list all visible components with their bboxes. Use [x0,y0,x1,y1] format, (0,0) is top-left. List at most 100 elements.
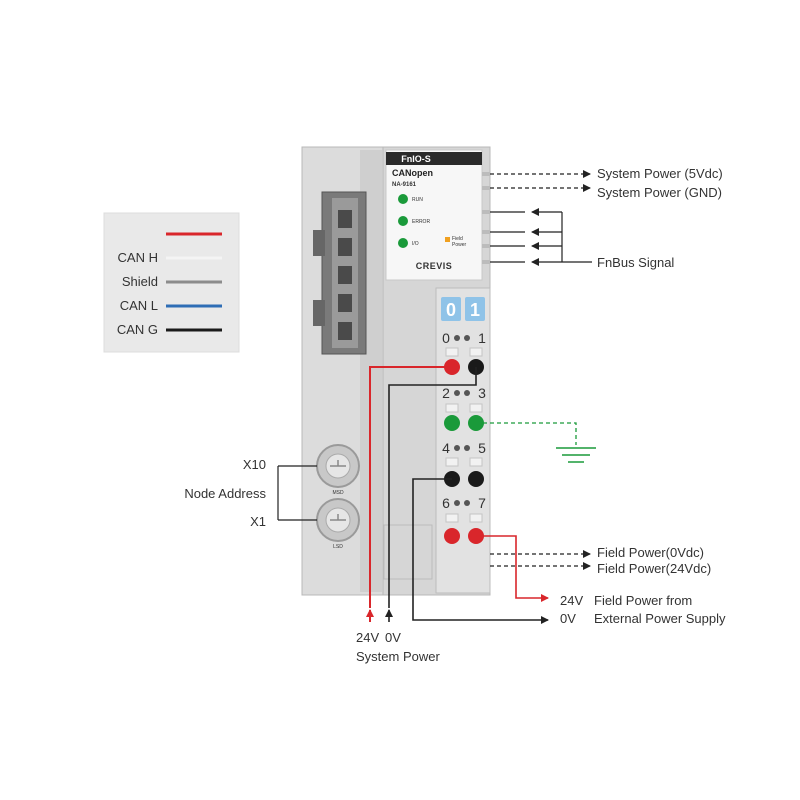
rotary-pointer-icon [330,514,346,521]
terminal-0v-field[interactable] [468,471,484,487]
io-led-icon [398,238,408,248]
address-display-digit [465,297,485,321]
label-system-24v: 24V [356,630,379,645]
label-ext-24v: 24V [560,593,583,608]
address-display-digit [441,297,461,321]
wire-system-24v [369,366,452,608]
legend-label: CAN L [120,298,158,313]
label-system-power-gnd: System Power (GND) [597,185,722,200]
wire-system-0v [388,367,477,608]
connector-pin [338,322,352,340]
terminal-release-tab[interactable] [469,513,483,523]
legend-item: CAN H [118,250,222,265]
label-field-power-from: Field Power from [594,593,692,608]
terminal-release-tab[interactable] [469,457,483,467]
channel-led-icon [464,335,470,341]
terminal-release-tab[interactable] [445,457,459,467]
wiring [277,170,596,624]
field-power-led-icon [445,237,450,242]
rotary-label: LSD [333,544,343,550]
bus-contact [482,210,490,214]
terminal-number: 1 [478,330,486,346]
terminal-number: 7 [478,495,486,511]
bus-contact [482,260,490,264]
terminal-release-tab[interactable] [469,403,483,413]
terminal-24v-field[interactable] [444,528,460,544]
legend-label: CAN G [117,322,158,337]
terminal-number: 3 [478,385,486,401]
bus-contact [482,186,490,190]
terminal-release-tab[interactable] [445,513,459,523]
bus-contact [482,172,490,176]
label-system-power: System Power [356,649,440,664]
fnbus-signal-lines [490,208,592,266]
rotary-switch-x1[interactable]: LSD [316,498,360,550]
terminal-release-tab[interactable] [445,403,459,413]
terminal-number: 2 [442,385,450,401]
terminal-number: 4 [442,440,450,456]
legend-item: Shield [122,274,222,289]
label-node-address: Node Address [184,486,266,501]
channel-led-icon [454,390,460,396]
ground-icon [556,447,596,463]
node-address-bracket [277,465,317,521]
run-led-icon [398,194,408,204]
channel-led-icon [464,445,470,451]
display-digit-text: 0 [446,300,456,320]
connector-pin [338,238,352,256]
field-power-led-label: Field [452,236,463,242]
channel-led-icon [454,335,460,341]
status-panel: FnIO-S CANopen NA-9161 RUN ERROR I/O Fie… [385,149,483,281]
terminal-number: 5 [478,440,486,456]
display-digit-text: 1 [470,300,480,320]
error-led-label: ERROR [412,219,430,225]
panel-header-bar [386,152,482,165]
field-power-led-label: Power [452,242,467,248]
terminal-ground[interactable] [444,415,460,431]
can-connector [313,191,367,355]
module-bottom-panel [383,524,433,580]
terminal-release-tab[interactable] [469,347,483,357]
rotary-pointer-icon [330,460,346,467]
label-x1: X1 [250,514,266,529]
connector-pin [338,294,352,312]
terminal-number: 6 [442,495,450,511]
label-system-power-5v: System Power (5Vdc) [597,166,723,181]
brand-logo: CREVIS [416,261,453,271]
bus-contact [482,244,490,248]
legend-label: Shield [122,274,158,289]
channel-led-icon [464,390,470,396]
legend-item: CAN G [117,322,222,337]
model-label: NA-9161 [392,182,417,188]
legend-item: CAN L [120,298,222,313]
run-led-label: RUN [412,197,423,203]
connector-latch [313,300,325,326]
label-external-power-supply: External Power Supply [594,611,726,626]
terminal-number: 0 [442,330,450,346]
channel-led-icon [454,445,460,451]
cable-legend: CAN H Shield CAN L CAN G [103,212,240,353]
label-panel [385,149,483,281]
bus-contact [482,230,490,234]
legend-label: CAN H [118,250,158,265]
label-ext-0v: 0V [560,611,576,626]
fieldbus-module: MSD LSD FnIO-S CANopen NA-9161 RUN ERROR… [301,146,491,596]
connector-pin [338,210,352,228]
annotations: System Power (5Vdc) System Power (GND) F… [184,166,726,664]
terminal-block: 0 1 0 1 2 3 4 5 6 7 [435,287,491,594]
channel-led-icon [454,500,460,506]
connector-pin [338,266,352,284]
protocol-label: CANopen [392,168,433,178]
wire-field-24v [476,535,549,602]
label-field-power-24v: Field Power(24Vdc) [597,561,711,576]
rotary-switch-x10[interactable]: MSD [316,444,360,496]
terminal-release-tab[interactable] [445,347,459,357]
error-led-icon [398,216,408,226]
io-led-label: I/O [412,241,419,247]
label-x10: X10 [243,457,266,472]
connector-latch [313,230,325,256]
module-header: FnIO-S [401,154,431,164]
wire-ground [476,422,577,445]
channel-led-icon [464,500,470,506]
